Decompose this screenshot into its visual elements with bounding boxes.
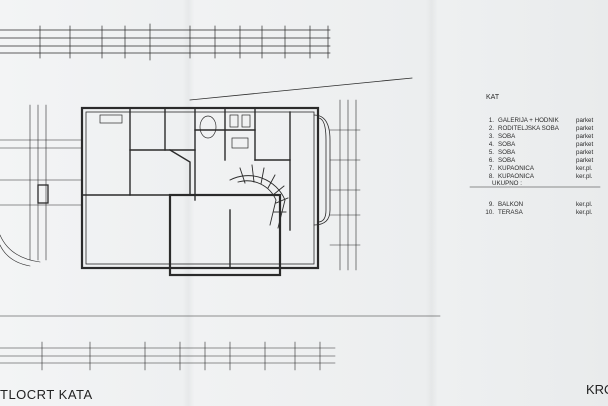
legend-total-label: UKUPNO : — [492, 180, 522, 187]
legend-row: 6. SOBA parket — [488, 157, 594, 164]
outer-wall-inner-line — [85, 111, 331, 265]
legend-title: KAT — [486, 94, 500, 101]
legend-row: 1. GALERIJA + HODNIK parket — [488, 117, 594, 124]
next-drawing-title-cropped: KRO — [586, 382, 608, 397]
staircase — [229, 164, 289, 229]
legend-row: 8. KUPAONICA ker.pl. — [488, 173, 593, 180]
outer-walls — [80, 106, 320, 277]
right-dimension-lines — [329, 99, 361, 271]
bottom-dimension-lines — [0, 315, 441, 371]
legend-row: 7. KUPAONICA ker.pl. — [488, 165, 593, 172]
legend-row: 10. TERASA ker.pl. — [485, 209, 593, 216]
top-dimension-lines — [0, 23, 331, 61]
site-boundary-line — [189, 77, 413, 101]
legend-row: 5. SOBA parket — [488, 149, 594, 156]
left-dimension-lines — [0, 104, 83, 267]
legend-row: 9. BALKON ker.pl. — [488, 201, 593, 208]
legend-row: 4. SOBA parket — [488, 141, 594, 148]
legend-row: 3. SOBA parket — [488, 133, 594, 140]
bathroom-fixtures — [99, 114, 251, 149]
drawing-title: TLOCRT KATA — [0, 387, 93, 402]
legend-row: 2. RODITELJSKA SOBA parket — [488, 125, 594, 132]
inner-walls — [81, 107, 291, 269]
